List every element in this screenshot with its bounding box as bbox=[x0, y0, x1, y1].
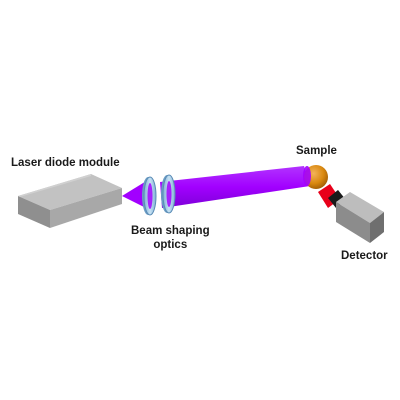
beam-shaping-optics bbox=[142, 174, 176, 216]
beam-shaping-optics-label: Beam shaping optics bbox=[131, 224, 210, 252]
beam-spot-on-sample bbox=[303, 166, 311, 186]
detector bbox=[318, 184, 384, 243]
sample-label: Sample bbox=[296, 145, 337, 157]
optics-label-line1: Beam shaping bbox=[131, 225, 210, 237]
laser-box-front bbox=[18, 196, 50, 228]
laser-diode-module bbox=[18, 174, 122, 228]
detector-box-side bbox=[370, 212, 384, 243]
detector-box-top bbox=[336, 192, 384, 223]
laser-box-top bbox=[18, 174, 122, 210]
lens-1 bbox=[142, 176, 157, 216]
detector-label: Detector bbox=[341, 250, 388, 262]
laser-box-top-face bbox=[18, 174, 91, 197]
detector-box-front bbox=[336, 202, 370, 243]
laser-diode-module-label: Laser diode module bbox=[11, 157, 120, 169]
lens-2 bbox=[161, 174, 176, 214]
laser-box-side bbox=[50, 188, 122, 228]
laser-beam-main bbox=[160, 166, 310, 208]
optics-label-line2: optics bbox=[153, 239, 188, 251]
